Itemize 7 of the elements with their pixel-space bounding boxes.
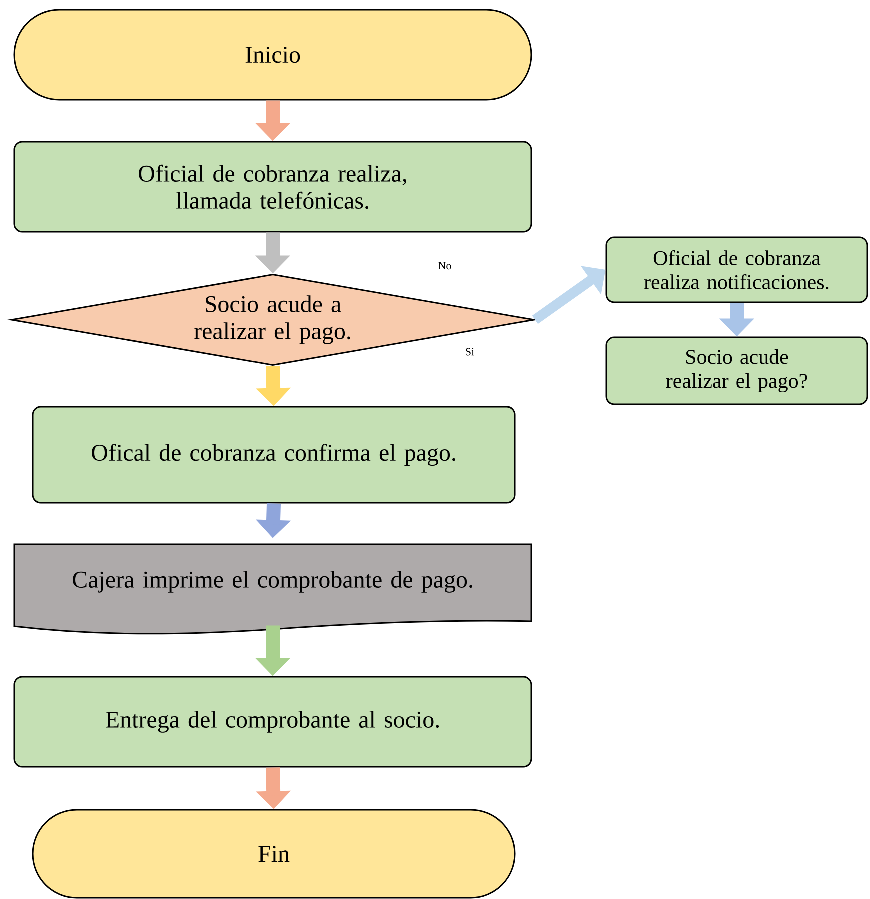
process-box: Entrega del comprobante al socio. [14,676,532,768]
branch-label: No [438,262,452,270]
process-box: Oficial de cobranza realiza notificaciones. [606,236,868,304]
process-box: Oficial de cobranza realiza, llamada telefónicas. [14,141,532,233]
process-box: Socio acude realizar el pago? [606,336,868,406]
process-box: Ofical de cobranza confirma el pago. [32,406,516,504]
branch-label: Si [466,348,474,356]
